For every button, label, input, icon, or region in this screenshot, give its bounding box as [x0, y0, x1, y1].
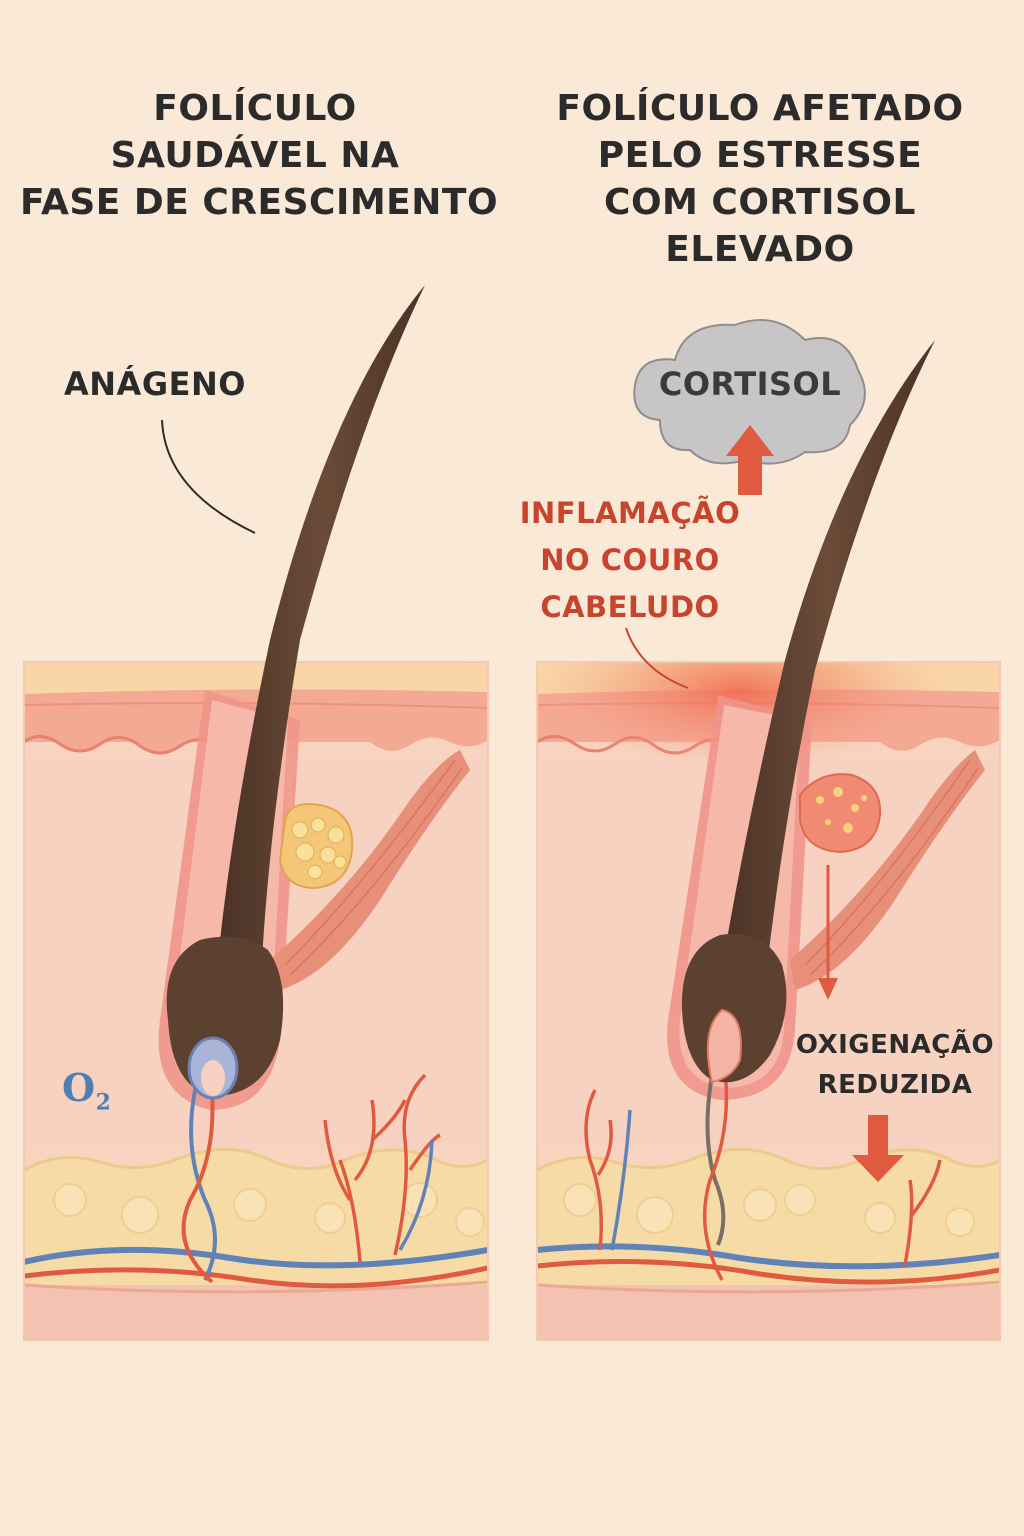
inflammation-line: INFLAMAÇÃO — [519, 496, 741, 530]
right-title-line: FOLÍCULO AFETADO — [556, 88, 964, 129]
anagen-label: ANÁGENO — [64, 365, 246, 403]
left-panel-title: FOLÍCULO SAUDÁVEL NA FASE DE CRESCIMENTO — [20, 85, 499, 226]
reduced-oxygen-label: OXIGENAÇÃO REDUZIDA — [795, 1025, 995, 1105]
left-title-line: FOLÍCULO — [153, 88, 357, 129]
left-sebaceous-gland — [278, 803, 354, 890]
left-title-line: SAUDÁVEL NA — [110, 135, 400, 176]
oxygen-symbol: O — [62, 1065, 96, 1110]
right-hair-shaft — [681, 340, 935, 1084]
right-title-line: ELEVADO — [665, 229, 855, 270]
cortisol-up-arrow — [726, 425, 774, 495]
cortisol-label: CORTISOL — [658, 365, 842, 403]
gland-down-arrow — [818, 865, 838, 1000]
right-panel-title: FOLÍCULO AFETADO PELO ESTRESSE COM CORTI… — [520, 85, 1000, 273]
right-title-line: PELO ESTRESSE — [597, 135, 923, 176]
cortisol-cloud — [633, 319, 866, 465]
right-sebaceous-gland — [799, 773, 882, 854]
left-title-line: FASE DE CRESCIMENTO — [20, 182, 499, 223]
inflammation-line: NO COURO — [540, 543, 720, 577]
reduced-oxygen-arrow — [852, 1115, 904, 1182]
oxygen-line: OXIGENAÇÃO — [795, 1030, 995, 1060]
oxygen-subscript: 2 — [95, 1089, 112, 1116]
inflammation-line: CABELUDO — [540, 590, 720, 624]
inflammation-label: INFLAMAÇÃO NO COURO CABELUDO — [505, 490, 755, 631]
oxygen-line: REDUZIDA — [817, 1070, 973, 1100]
left-hair-shaft — [166, 285, 425, 1100]
right-title-line: COM CORTISOL — [604, 182, 916, 223]
oxygen-symbol-label: O2 — [62, 1065, 111, 1116]
anagen-pointer-line — [161, 419, 256, 534]
inflammation-pointer-line — [625, 627, 689, 689]
